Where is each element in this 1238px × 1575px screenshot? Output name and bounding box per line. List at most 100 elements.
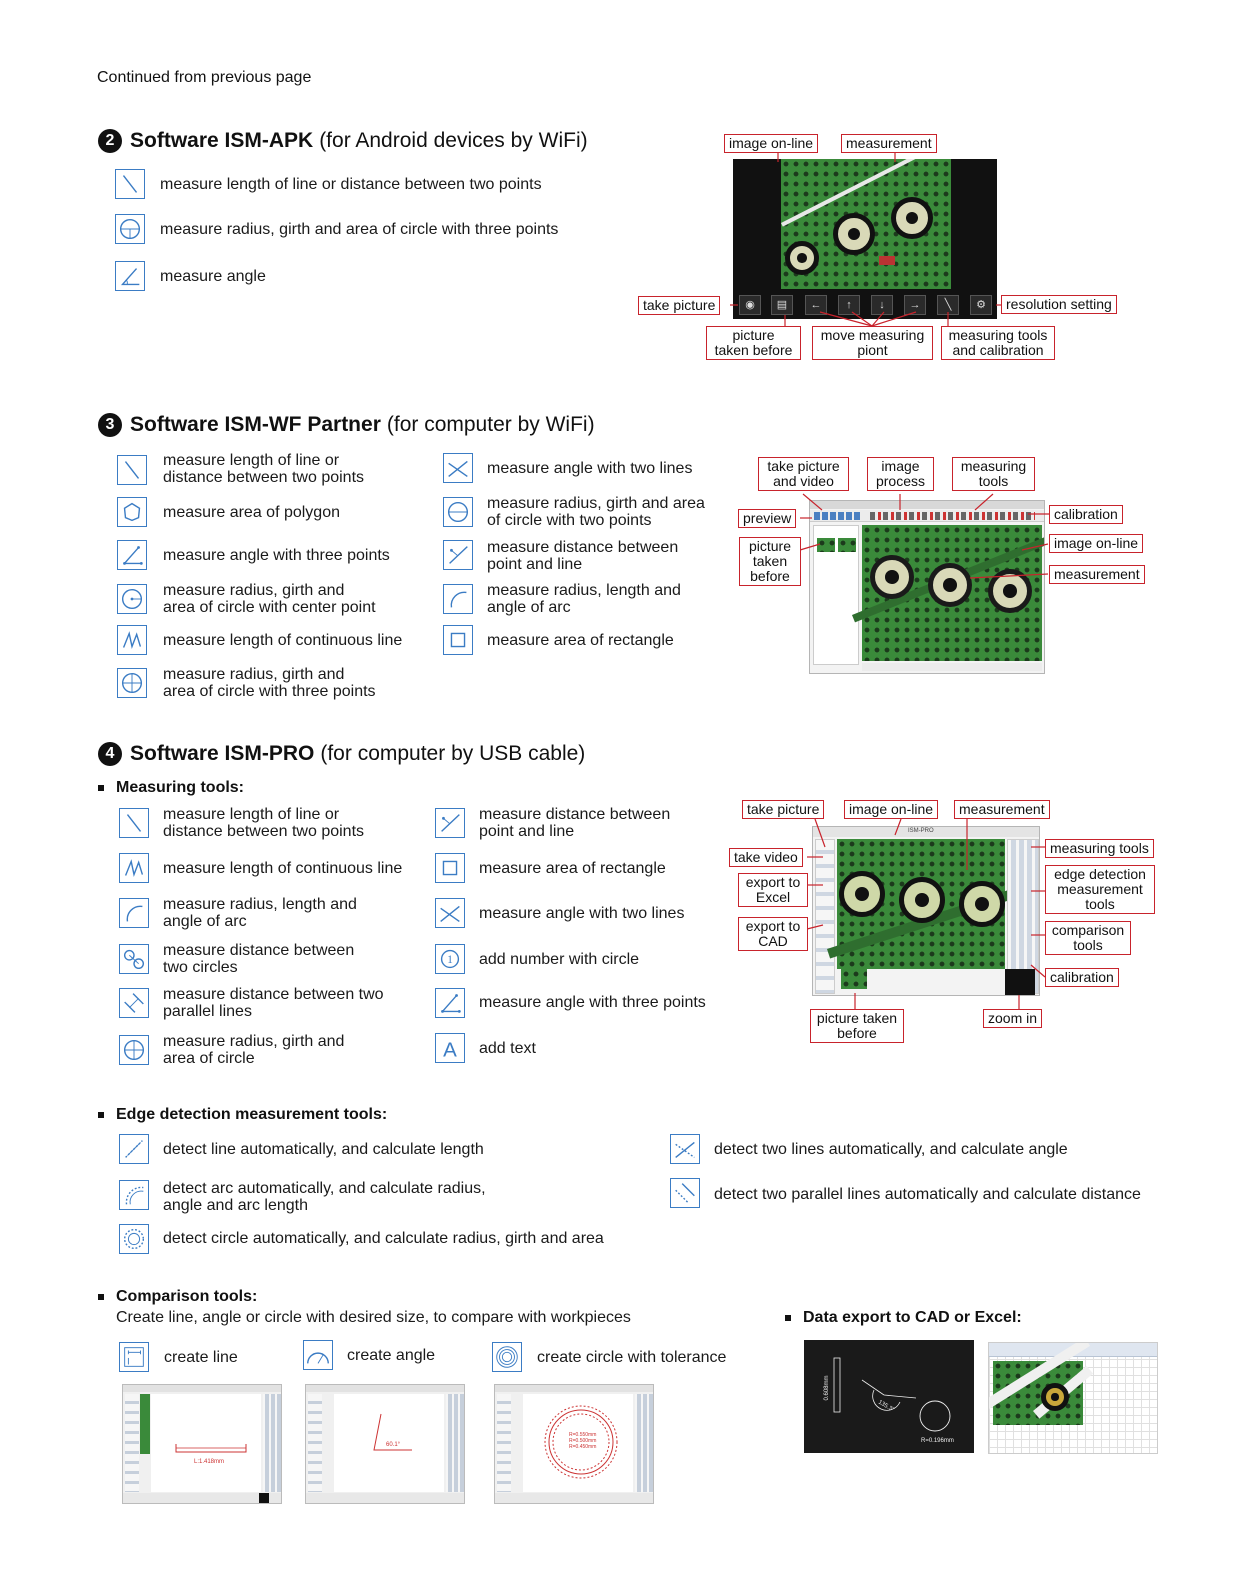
rectangle-icon bbox=[443, 625, 473, 655]
create-line-icon bbox=[119, 1342, 149, 1372]
callout-calibration: calibration bbox=[1045, 968, 1119, 987]
detect-arc-icon bbox=[119, 1180, 149, 1210]
comparison-item: create circle with tolerance bbox=[537, 1349, 727, 1366]
polygon-icon bbox=[117, 497, 147, 527]
callout-measurement: measurement bbox=[1049, 565, 1145, 584]
section-title-name: Software ISM-APK bbox=[130, 129, 314, 152]
settings-icon[interactable]: ⚙ bbox=[970, 295, 992, 315]
gallery-icon[interactable]: ▤ bbox=[771, 295, 793, 315]
section-number: 2 bbox=[98, 129, 122, 153]
title-bar bbox=[810, 501, 1044, 509]
arrow-up-icon[interactable]: ↑ bbox=[838, 295, 860, 315]
callout-take-picture: take picture bbox=[742, 800, 825, 819]
feature-item: measure area of rectangle bbox=[479, 860, 666, 877]
callout-measurement: measurement bbox=[954, 800, 1050, 819]
section-3-title: 3 Software ISM-WF Partner (for computer … bbox=[98, 413, 595, 437]
feature-item: measure length of continuous line bbox=[163, 860, 403, 877]
point-line-distance-icon bbox=[435, 808, 465, 838]
live-image bbox=[781, 159, 962, 289]
point-line-distance-icon bbox=[443, 540, 473, 570]
feature-item: add number with circle bbox=[479, 951, 640, 968]
text-icon: A bbox=[435, 1033, 465, 1063]
feature-item: add text bbox=[479, 1040, 536, 1057]
create-circle-screenshot: R=0.550mm R=0.500mm R=0.450mm bbox=[494, 1384, 654, 1504]
angle-icon bbox=[115, 261, 145, 291]
continuous-line-icon bbox=[119, 853, 149, 883]
create-angle-icon bbox=[303, 1340, 333, 1370]
line-length-icon bbox=[119, 808, 149, 838]
cad-export-screenshot: 0.608mm 135.3° R=0.196mm bbox=[804, 1340, 974, 1453]
section-title-subtitle: (for computer by WiFi) bbox=[386, 413, 595, 436]
section-title-subtitle: (for Android devices by WiFi) bbox=[319, 129, 588, 152]
cad-length-label: 0.608mm bbox=[824, 1375, 830, 1400]
measuring-tools-heading: Measuring tools: bbox=[98, 779, 244, 797]
callout-image-online: image on-line bbox=[844, 800, 939, 819]
circle-three-points-icon bbox=[117, 668, 147, 698]
feature-item: detect circle automatically, and calcula… bbox=[163, 1230, 604, 1247]
feature-item: measure angle with three points bbox=[163, 547, 390, 564]
line-length-icon bbox=[115, 169, 145, 199]
comparison-description: Create line, angle or circle with desire… bbox=[116, 1309, 631, 1326]
section-number: 4 bbox=[98, 742, 122, 766]
callout-leaders bbox=[730, 153, 1005, 327]
two-circles-icon bbox=[119, 944, 149, 974]
create-line-screenshot: L:1.418mm bbox=[122, 1384, 282, 1504]
line-length-label: L:1.418mm bbox=[194, 1459, 224, 1465]
circle-two-points-icon bbox=[443, 497, 473, 527]
angle-three-points-icon bbox=[435, 988, 465, 1018]
feature-item: detect line automatically, and calculate… bbox=[163, 1141, 484, 1158]
toolbar bbox=[810, 510, 1044, 522]
create-angle-screenshot: 60.1° bbox=[305, 1384, 465, 1504]
feature-item: measure length of line or distance betwe… bbox=[160, 176, 542, 193]
data-export-heading: Data export to CAD or Excel: bbox=[785, 1309, 1022, 1327]
callout-zoom-in: zoom in bbox=[983, 1009, 1043, 1028]
arrow-right-icon[interactable]: → bbox=[904, 295, 926, 315]
continued-note: Continued from previous page bbox=[97, 69, 312, 86]
callout-take-picture: take picture bbox=[638, 296, 721, 315]
callout-image-online: image on-line bbox=[1049, 534, 1144, 553]
callout-leaders bbox=[806, 818, 1046, 1009]
circle-label: R=0.500mm bbox=[569, 1438, 596, 1444]
circle-label: R=0.550mm bbox=[569, 1432, 596, 1438]
feature-item: measure length of continuous line bbox=[163, 632, 403, 649]
feature-item: detect two parallel lines automatically … bbox=[714, 1186, 1141, 1203]
feature-item: detect arc automatically, and calculate … bbox=[163, 1180, 486, 1214]
callout-measuring-tools: measuring tools bbox=[1045, 839, 1154, 858]
feature-item: measure angle with two lines bbox=[479, 905, 685, 922]
title-bar: ISM-PRO bbox=[813, 827, 1039, 837]
line-length-icon bbox=[117, 455, 147, 485]
wf-partner-screenshot bbox=[809, 500, 1045, 674]
circle-three-points-icon bbox=[115, 214, 145, 244]
svg-text:A: A bbox=[443, 1038, 457, 1061]
feature-item: measure radius, girth and area of circle… bbox=[160, 221, 559, 238]
numbered-circle-icon: 1 bbox=[435, 944, 465, 974]
two-lines-angle-icon bbox=[435, 898, 465, 928]
callout-calibration: calibration bbox=[1049, 505, 1123, 524]
arc-icon bbox=[443, 584, 473, 614]
circle-label: R=0.450mm bbox=[569, 1444, 596, 1450]
section-title-subtitle: (for computer by USB cable) bbox=[320, 742, 586, 765]
live-image bbox=[852, 525, 1044, 661]
angle-three-points-icon bbox=[117, 540, 147, 570]
detect-two-lines-icon bbox=[670, 1134, 700, 1164]
camera-icon[interactable]: ◉ bbox=[739, 295, 761, 315]
circle-center-icon bbox=[117, 584, 147, 614]
edge-detection-heading: Edge detection measurement tools: bbox=[98, 1106, 387, 1124]
arrow-left-icon[interactable]: ← bbox=[805, 295, 827, 315]
section-title-name: Software ISM-WF Partner bbox=[130, 413, 381, 436]
